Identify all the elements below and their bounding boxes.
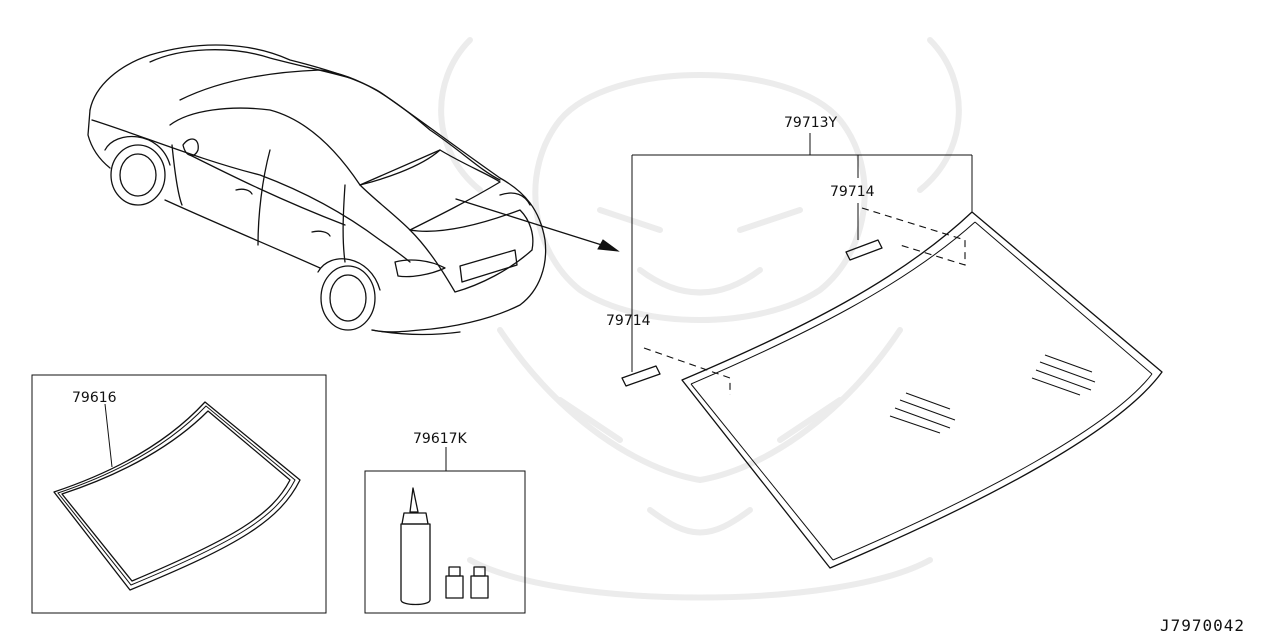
vehicle-illustration: [87, 44, 620, 336]
label-adhesive-kit: 79617K: [413, 431, 468, 447]
diagram-code: J7970042: [1160, 616, 1245, 635]
adhesive-kit-panel: [364, 447, 526, 614]
clip-lower: [621, 347, 731, 395]
label-moulding: 79616: [72, 390, 117, 406]
label-clip-upper: 79714: [830, 184, 875, 200]
moulding-panel: [31, 374, 327, 614]
label-rear-window-glass: 79713Y: [784, 115, 838, 131]
watermark-emblem: [438, 37, 962, 601]
clip-upper: [845, 207, 966, 266]
label-clip-lower: 79714: [606, 313, 651, 329]
rear-window-glass: [681, 211, 1163, 569]
leader-lines: [631, 133, 973, 372]
